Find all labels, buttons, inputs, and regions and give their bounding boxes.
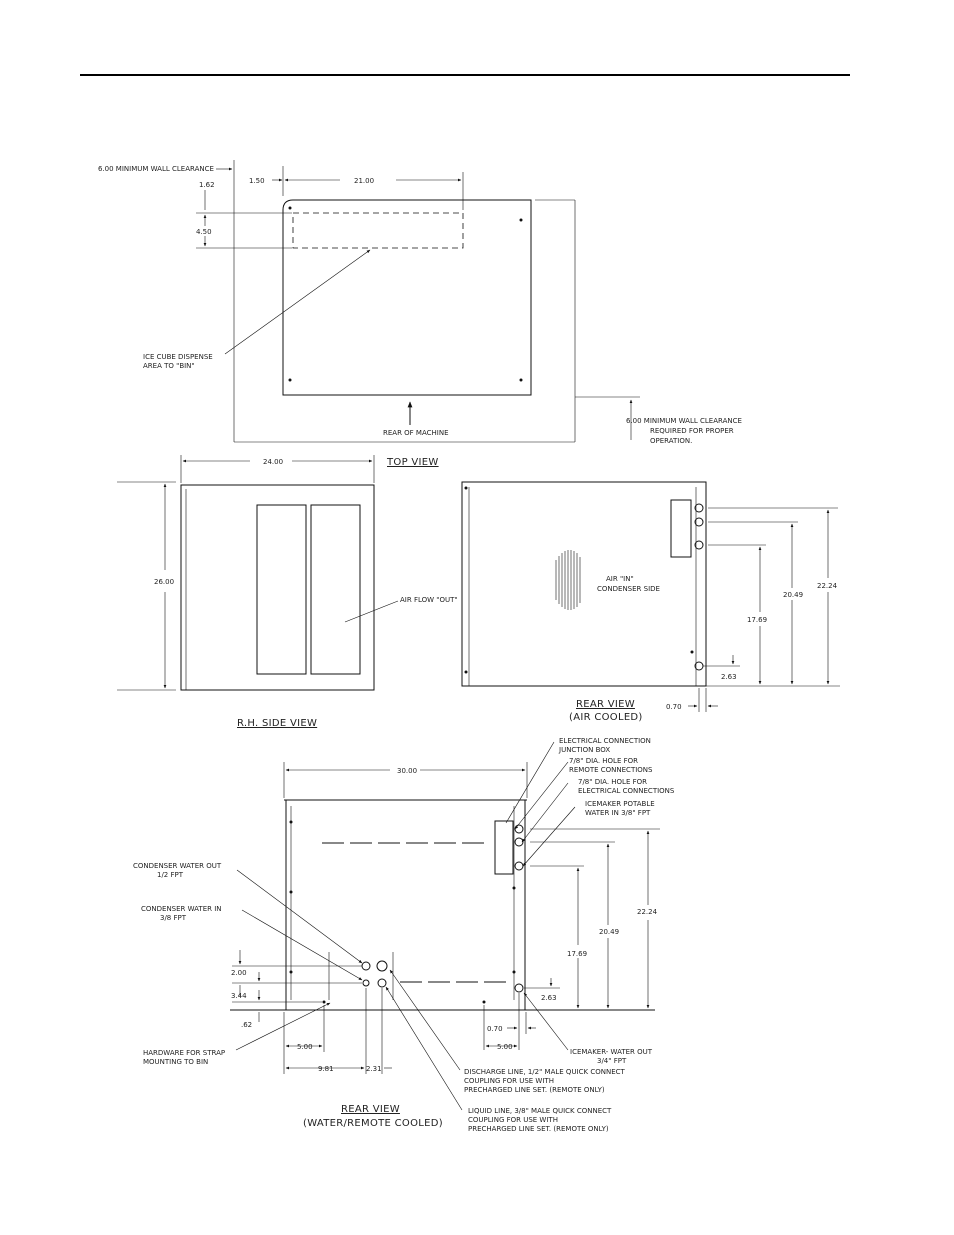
side-louver-right [310,504,361,675]
water-panel [494,820,514,875]
air-in-label-1: AIR "IN" [606,575,634,583]
rear-water-outline [285,799,526,1011]
airflow-label: AIR FLOW "OUT" [400,596,458,604]
rear-air-title-2: (AIR COOLED) [569,712,643,723]
air-in-label-2: CONDENSER SIDE [597,585,660,593]
hardware-1: HARDWARE FOR STRAP [143,1049,225,1057]
top-view-title: TOP VIEW [386,457,439,468]
air-dim-22-24: 22.24 [817,582,838,590]
air-dim-2-63: 2.63 [721,673,737,681]
dispense-label-1: ICE CUBE DISPENSE [143,353,213,361]
cond-in-port [362,979,370,987]
water-dim-2-63: 2.63 [541,994,557,1002]
water-hole-3 [514,861,524,871]
discharge-3: PRECHARGED LINE SET. (REMOTE ONLY) [464,1086,605,1094]
connection-hole-2 [694,517,704,527]
side-louver-left [256,504,307,675]
rear-water-title-1: REAR VIEW [341,1104,400,1115]
potable-2: WATER IN 3/8" FPT [585,809,651,817]
water-hole-1 [514,824,524,834]
water-dim-5-00-right: 5.00 [497,1043,513,1051]
elec-box-1: ELECTRICAL CONNECTION [559,737,651,745]
rear-air-outline [461,481,707,687]
water-dim-9-81: 9.81 [318,1065,334,1073]
cond-out-port [361,961,371,971]
dispense-label-2: AREA TO "BIN" [143,362,195,370]
top-view: 6.00 MINIMUM WALL CLEARANCE 1.62 1.50 21… [98,160,742,468]
dim-1-50: 1.50 [249,177,265,185]
water-hole-4 [514,983,524,993]
water-dim-62: .62 [241,1021,252,1029]
icemaker-out-2: 3/4" FPT [597,1057,627,1065]
remote-hole-2: REMOTE CONNECTIONS [569,766,653,774]
air-dim-20-49: 20.49 [783,591,803,599]
side-dim-26: 26.00 [154,578,174,586]
liquid-2: COUPLING FOR USE WITH [468,1116,558,1124]
side-view-outline [180,484,375,691]
rear-air-panel [670,499,692,558]
rear-of-machine-label: REAR OF MACHINE [383,429,449,437]
rear-water-title-2: (WATER/REMOTE COOLED) [303,1118,443,1129]
cond-in-2: 3/8 FPT [160,914,187,922]
elec-box-2: JUNCTION BOX [558,746,610,754]
rear-view-air: AIR "IN" CONDENSER SIDE 22.24 20.49 17.6… [461,481,840,723]
liquid-port [377,978,387,988]
top-clearance-label: 6.00 MINIMUM WALL CLEARANCE [98,165,214,173]
water-dim-3-44: 3.44 [231,992,247,1000]
top-view-outline [282,199,532,396]
discharge-port [376,960,388,972]
water-dim-30: 30.00 [397,767,417,775]
rear-air-title-1: REAR VIEW [576,699,635,710]
potable-1: ICEMAKER POTABLE [585,800,655,808]
air-grille [555,550,581,610]
dim-21-00: 21.00 [354,177,374,185]
side-view-title: R.H. SIDE VIEW [237,718,317,729]
side-view: 24.00 26.00 AIR FLOW "OUT" R.H. SIDE VIE… [117,455,458,729]
clearance-right-3: OPERATION. [650,437,692,445]
cond-out-1: CONDENSER WATER OUT [133,862,222,870]
water-dim-2-31: 2.31 [366,1065,382,1073]
dim-1-62: 1.62 [199,181,215,189]
water-hole-2 [514,837,524,847]
dim-4-50: 4.50 [196,228,212,236]
water-dim-20-49: 20.49 [599,928,619,936]
water-dim-22-24: 22.24 [637,908,658,916]
cond-in-1: CONDENSER WATER IN [141,905,222,913]
clearance-right-1: 6.00 MINIMUM WALL CLEARANCE [626,417,742,425]
air-dim-17-69: 17.69 [747,616,767,624]
liquid-1: LIQUID LINE, 3/8" MALE QUICK CONNECT [468,1107,612,1115]
elec-hole-1: 7/8" DIA. HOLE FOR [578,778,647,786]
water-dim-0-70: 0.70 [487,1025,503,1033]
rear-view-water: 30.00 ELECTRICAL CONNECTION JUNCTION BOX… [133,737,675,1133]
cond-out-2: 1/2 FPT [157,871,184,879]
water-dim-2-00: 2.00 [231,969,247,977]
remote-hole-1: 7/8" DIA. HOLE FOR [569,757,638,765]
air-dim-0-70: 0.70 [666,703,682,711]
clearance-right-2: REQUIRED FOR PROPER [650,427,734,435]
icemaker-out-1: ICEMAKER- WATER OUT [570,1048,653,1056]
liquid-3: PRECHARGED LINE SET. (REMOTE ONLY) [468,1125,609,1133]
dispense-area [292,212,464,249]
discharge-1: DISCHARGE LINE, 1/2" MALE QUICK CONNECT [464,1068,626,1076]
water-dim-5-00-left: 5.00 [297,1043,313,1051]
water-dim-17-69: 17.69 [567,950,587,958]
hardware-2: MOUNTING TO BIN [143,1058,208,1066]
side-dim-24: 24.00 [263,458,283,466]
connection-hole-1 [694,503,704,513]
discharge-2: COUPLING FOR USE WITH [464,1077,554,1085]
connection-hole-3 [694,540,704,550]
elec-hole-2: ELECTRICAL CONNECTIONS [578,787,675,795]
